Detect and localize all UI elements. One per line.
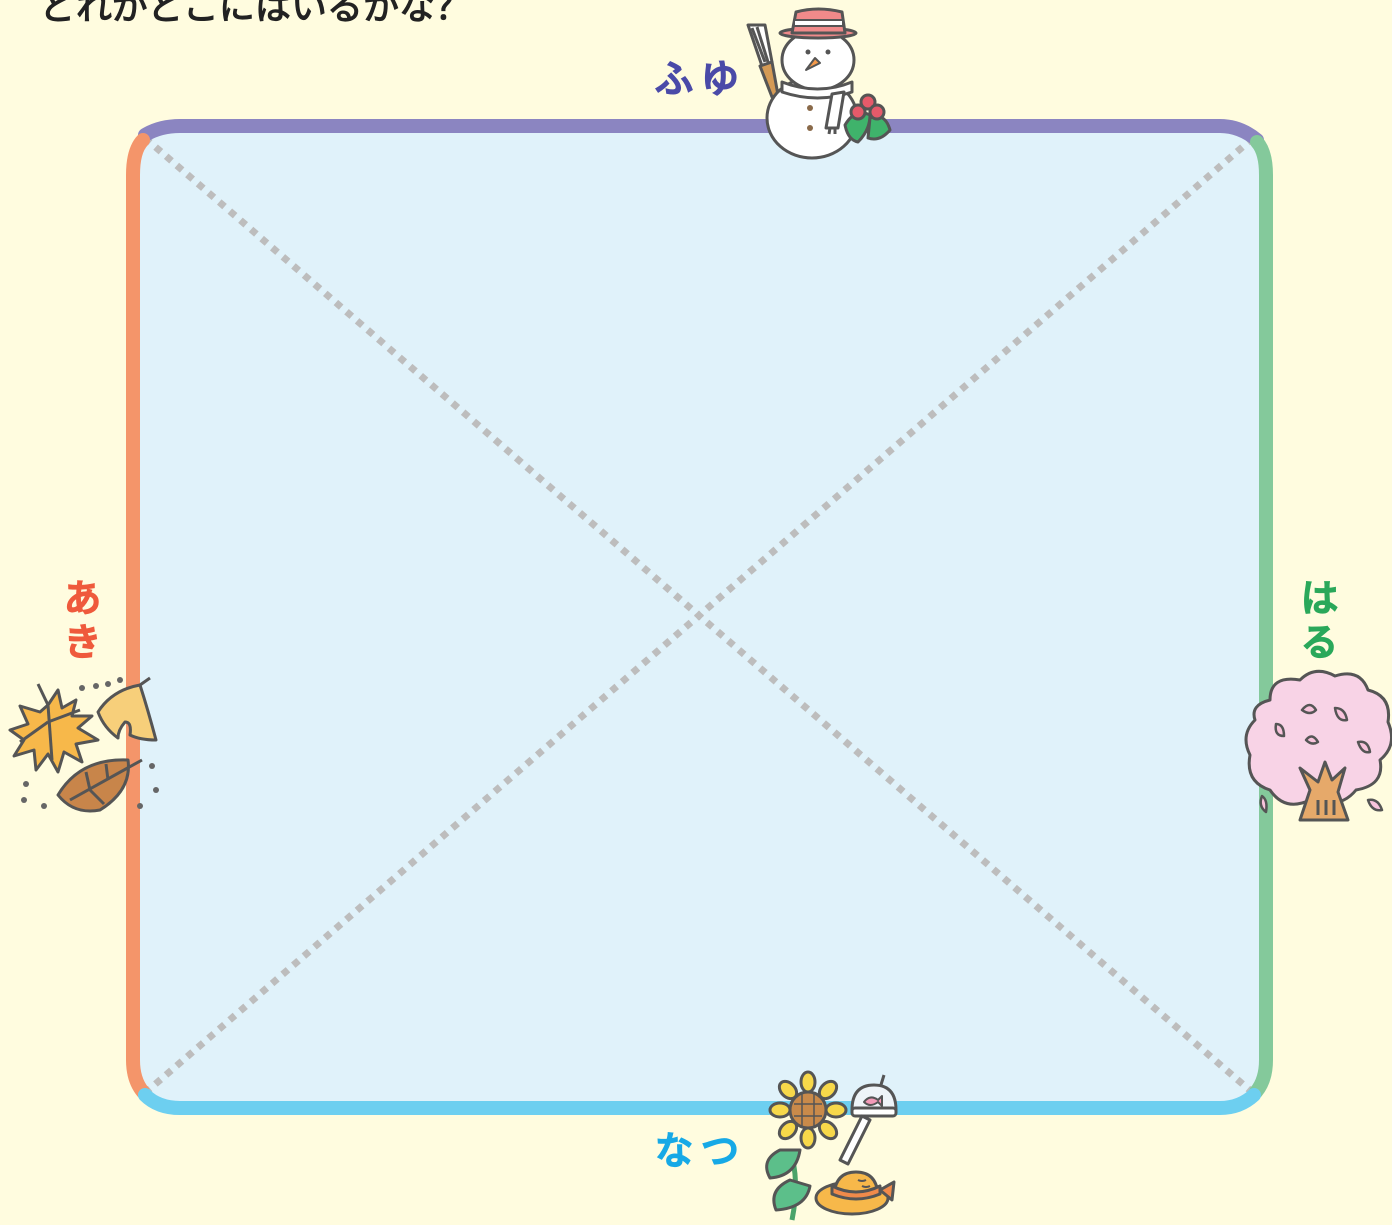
autumn-label: あき (60, 578, 98, 666)
straw-hat-icon (816, 1172, 894, 1214)
summer-label: なつ (655, 1132, 747, 1170)
winter-label: ふゆ (655, 60, 747, 98)
spring-label: はる (1297, 578, 1335, 666)
